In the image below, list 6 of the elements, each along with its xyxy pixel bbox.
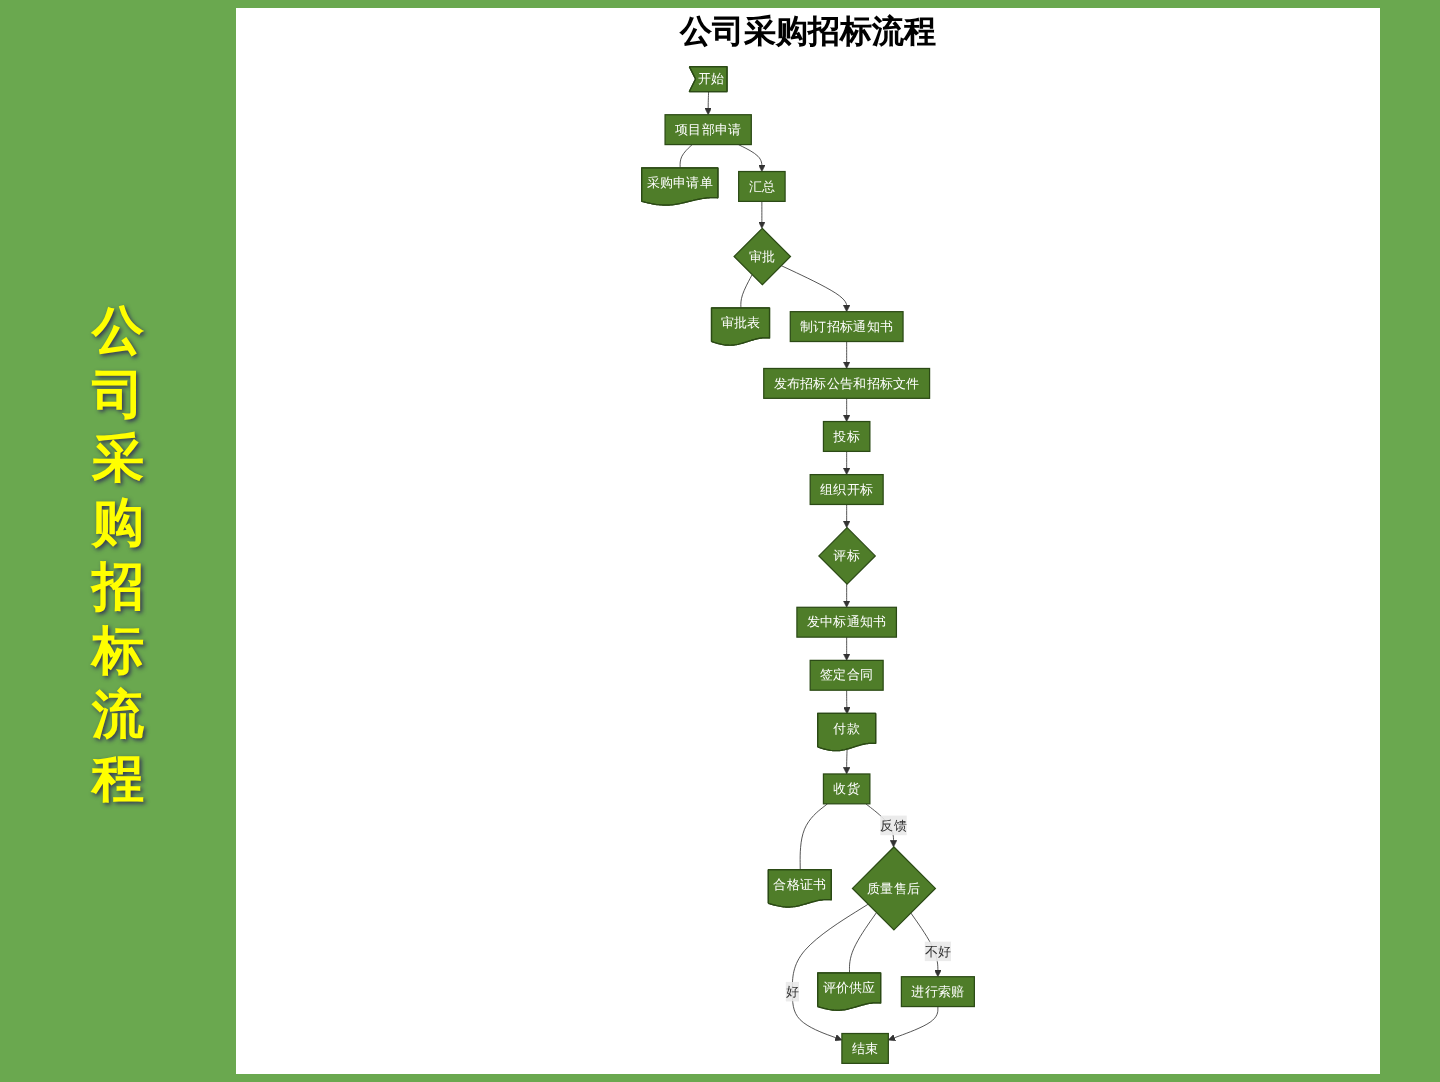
connector: [740, 274, 753, 309]
connector: [799, 803, 828, 871]
diagram-title: 公司采购招标流程: [677, 12, 938, 54]
side-title: 公司采购招标流程: [88, 300, 146, 812]
connector: [849, 912, 877, 974]
connector: [679, 144, 693, 169]
